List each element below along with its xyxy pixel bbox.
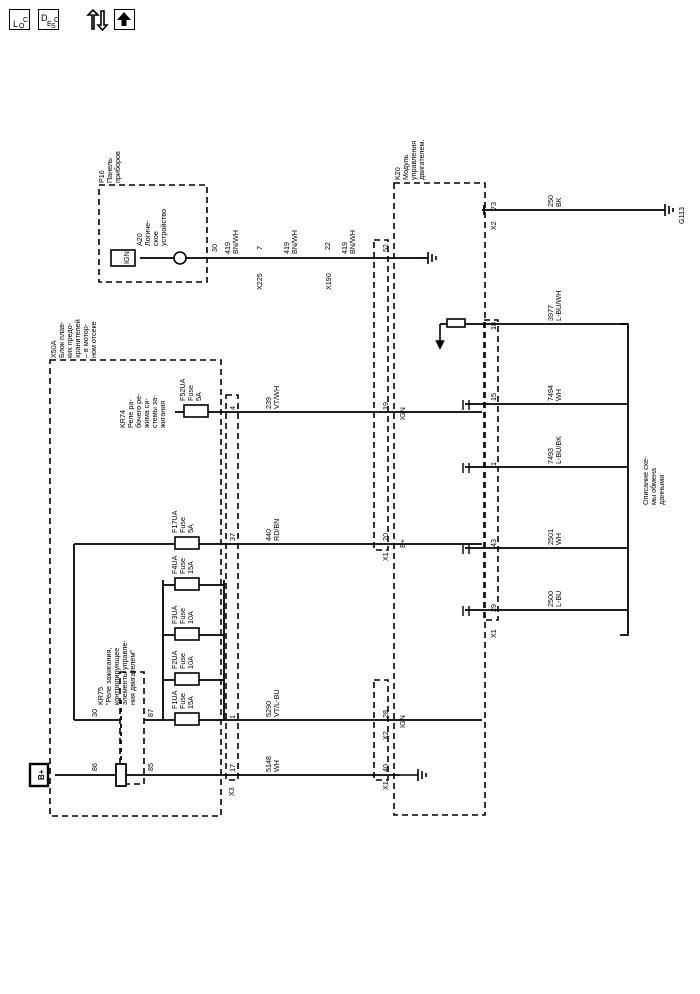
data-description-label: Описание схе- мы обмена данными [641,454,666,505]
fuse-f17ua [174,536,200,550]
wire-419-a: 419 BN/WH [223,230,240,254]
x1-label-a: X1 [381,552,390,561]
wire-7493: 7493 L-BU/BK [546,436,563,464]
f1ua-label: F1UA Fuse 15A [170,689,195,709]
arrow-up-icon [117,12,131,26]
pin-30a: 30 [210,244,219,252]
pin-28: 28 [381,710,390,718]
wire-419-c: 419 BN/WH [340,230,357,254]
ign-pin-label-28: IGN [398,715,407,728]
wire-2501: 2501 WH [546,527,563,545]
b-plus-box [28,762,50,788]
k20-outline [393,182,486,816]
description-button-main: D [41,13,48,23]
pin-30b: 30 [90,709,99,717]
location-button-main: L [13,19,19,29]
location-button[interactable]: L O C [9,9,30,30]
f17ua-label: F17UA Fuse 5A [170,509,195,533]
fuse-f1ua [174,712,200,726]
connector-icon [86,8,109,32]
x50a-label: X50A Блок плав- ких предо- хранителей – … [49,317,98,358]
x1-label-c: X1 [489,629,498,638]
kr74-label: KR74 Реле ра- бочего ре- жима си- стемы … [118,391,167,428]
wire-2500: 2500 L-BU [546,589,563,607]
description-button-sub2: S [51,23,56,30]
pin-85: 85 [146,763,155,771]
a20-label: A20 Логиче- ское устройство [135,209,168,246]
x190-label: X190 [324,273,333,290]
b-plus-label: B+ [37,769,46,780]
p16-label: P16 Панель приборов [97,151,122,183]
location-button-sub: O [19,23,25,30]
fuse-f4ua [174,577,200,591]
x2-connector-outline [373,679,389,781]
pin-1b: 1 [489,462,498,466]
pin-7: 7 [255,246,264,250]
indicator-lamp-icon [173,251,187,265]
g113-label: G113 [677,207,686,224]
ground-icons [400,204,674,781]
fuse-f3ua [174,627,200,641]
x1-data-connector-outline [483,319,499,621]
resistor-icon [446,318,466,328]
ign-pin-label-19: IGN [398,407,407,420]
pin-86: 86 [90,763,99,771]
x2-label-a: X2 [381,731,390,740]
ign-box [110,249,136,267]
x225-label: X225 [255,273,264,290]
navigate-up-button[interactable] [114,9,135,30]
pin-40: 40 [381,764,390,772]
data-arrows [462,400,470,616]
pin-29: 29 [489,604,498,612]
kr75-outline-inner [119,671,145,785]
pin-15: 15 [489,393,498,401]
wire-5148: 5148 WH [264,754,281,772]
wire-5290: 5290 VT/L-BU [264,689,281,717]
wire-7494: 7494 WH [546,383,563,401]
x3-label: X3 [227,787,236,796]
description-button-sub: E [47,21,52,28]
toolbar: L O C D E S C [0,0,240,40]
pin-19: 19 [381,402,390,410]
x2-label-b: X2 [489,221,498,230]
b-plus-pin-label: B+ [398,539,407,548]
pin-18: 18 [489,322,498,330]
description-button-sup: C [54,17,60,24]
pin-37: 37 [228,533,237,541]
pin-52: 52 [381,244,390,252]
wire-250: 250 BK [546,193,563,207]
pin-4: 4 [228,406,237,410]
wire-3977: 3977 L-BU/WH [546,291,563,321]
x1-connector-outline [373,239,389,551]
f52ua-label: F52UA Fuse 5A [178,377,203,401]
pin-22: 22 [323,242,332,250]
ign-label: IGN [122,251,131,264]
fuse-f52ua [183,404,209,418]
wire-419-b: 419 BN/WH [282,230,299,254]
x3-connector-outline [225,394,239,781]
pin-20: 20 [381,533,390,541]
pin-73: 73 [489,202,498,210]
p16-outline [98,184,208,283]
fuse-f2ua [174,672,200,686]
x50a-outline [49,359,222,817]
f4ua-label: F4UA Fuse 15A [170,554,195,574]
pin-43: 43 [489,539,498,547]
location-button-sup: C [23,17,29,24]
wire-239: 239 VT/WH [264,386,281,409]
f3ua-label: F3UA Fuse 10A [170,604,195,624]
description-button[interactable]: D E S C [38,9,59,30]
pin-17: 17 [228,764,237,772]
wire-440: 440 RD/BN [264,519,281,541]
x1-label-b: X1 [381,781,390,790]
connector-view-button[interactable] [86,8,112,32]
kr75-label: KR75 "Реле зажигания, контролирующее эле… [96,638,137,705]
f2ua-label: F2UA Fuse 10A [170,649,195,669]
pin-87: 87 [146,709,155,717]
pin-1: 1 [228,715,237,719]
k20-label: K20 Модуль управления двигателем. [393,139,426,180]
